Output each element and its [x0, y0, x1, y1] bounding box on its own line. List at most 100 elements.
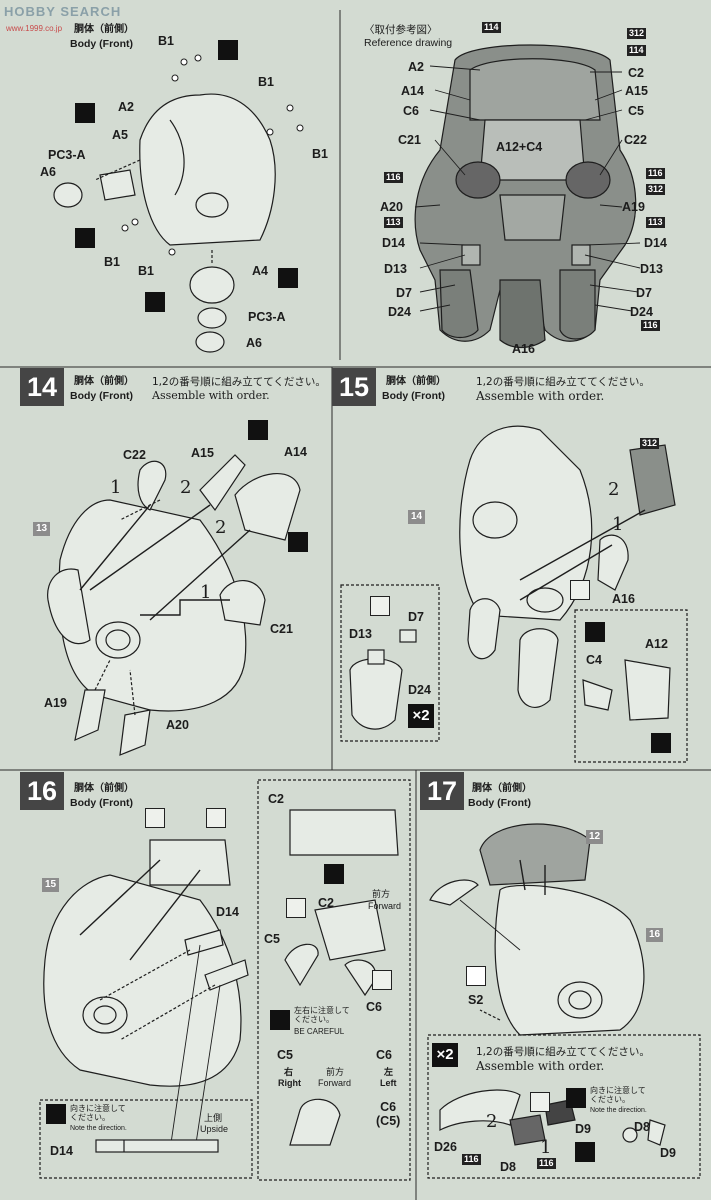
step17-instruction-en: Assemble with order.	[476, 1059, 605, 1073]
part-label: PC3-A	[48, 148, 86, 162]
upside-jp: 上側	[204, 1113, 223, 1123]
paint-icon	[248, 420, 268, 440]
paint-code: 116	[384, 172, 403, 183]
caution-icon	[270, 1010, 290, 1030]
forward-jp: 前方	[372, 889, 391, 899]
ref-label: D7	[396, 286, 412, 300]
part-label: D8	[500, 1160, 516, 1174]
part-label: D8	[634, 1120, 650, 1134]
step14-instruction-jp: 1,2の番号順に組み立ててください。	[152, 376, 326, 388]
part-label: B1	[312, 147, 328, 161]
step-number: 16	[20, 772, 64, 810]
careful-note-en: BE CAREFUL	[294, 1027, 345, 1036]
ref-label: A19	[622, 200, 645, 214]
ref-label: C2	[628, 66, 644, 80]
step16-title-en: Body (Front)	[70, 797, 133, 809]
part-label: D14	[50, 1144, 73, 1158]
part-label: B1	[104, 255, 120, 269]
step14-title-jp: 胴体（前側）	[74, 376, 134, 387]
ref-label: D13	[640, 262, 663, 276]
caution-icon	[46, 1104, 66, 1124]
paint-code: 113	[384, 217, 403, 228]
part-label: A16	[612, 592, 635, 606]
order-number: 1	[612, 514, 624, 535]
paint-code: 114	[482, 22, 501, 33]
paint-code: 312	[640, 438, 660, 449]
paint-icon	[651, 733, 671, 753]
part-label: C5	[264, 932, 280, 946]
step14-title-en: Body (Front)	[70, 390, 133, 402]
part-label: A2	[118, 100, 134, 114]
paint-code: 113	[646, 217, 665, 228]
dir-label: C6	[376, 1048, 392, 1062]
no-glue-icon	[286, 898, 306, 918]
step-ref-badge: 12	[586, 830, 604, 844]
part-label: A19	[44, 696, 67, 710]
ref-label: D14	[644, 236, 667, 250]
part-label: D26	[434, 1140, 457, 1154]
paint-icon	[218, 40, 238, 60]
paint-icon	[575, 1142, 595, 1162]
paint-icon	[75, 228, 95, 248]
part-label: PC3-A	[248, 310, 286, 324]
ref-label: D24	[388, 305, 411, 319]
part-label: D7	[408, 610, 424, 624]
step13-title-jp: 胴体（前側）	[74, 24, 134, 35]
caution-icon	[566, 1088, 586, 1108]
order-number: 1	[540, 1137, 552, 1158]
note-direction-en: Note the direction.	[590, 1107, 647, 1114]
paint-icon	[278, 268, 298, 288]
note-direction-jp: 向きに注意して ください。	[70, 1104, 126, 1122]
step-ref-badge: 13	[33, 522, 51, 536]
ref-label: A16	[512, 342, 535, 356]
step15-title-en: Body (Front)	[382, 390, 445, 402]
step-number: 17	[420, 772, 464, 810]
paint-icon	[288, 532, 308, 552]
part-label: D14	[216, 905, 239, 919]
part-label: C21	[270, 622, 293, 636]
note-direction-en: Note the direction.	[70, 1125, 127, 1132]
reference-title-jp: 〈取付参考図〉	[364, 24, 438, 36]
order-number: 1	[200, 582, 212, 603]
part-label: B1	[138, 264, 154, 278]
part-label: D9	[660, 1146, 676, 1160]
forward-en: Forward	[368, 901, 402, 911]
step17-title-en: Body (Front)	[468, 797, 531, 809]
dir-right-en: Right	[278, 1078, 301, 1088]
ref-label: D13	[384, 262, 407, 276]
dir-fwd-jp: 前方	[326, 1067, 345, 1077]
watermark-brand: HOBBY SEARCH	[4, 4, 122, 19]
part-label: A20	[166, 718, 189, 732]
paint-code: 116	[462, 1154, 481, 1165]
order-number: 2	[180, 477, 192, 498]
ref-label: A20	[380, 200, 403, 214]
part-label: C2	[318, 896, 334, 910]
paint-code: 116	[537, 1158, 556, 1169]
ref-label: A14	[401, 84, 424, 98]
part-label: B1	[158, 34, 174, 48]
step-ref-badge: 15	[42, 878, 60, 892]
step17-title-jp: 胴体（前側）	[472, 783, 532, 794]
order-number: 2	[608, 479, 620, 500]
part-label: C22	[123, 448, 146, 462]
part-label: A6	[246, 336, 262, 350]
no-glue-icon	[370, 596, 390, 616]
paint-code: 116	[646, 168, 665, 179]
part-label: A5	[112, 128, 128, 142]
paint-code: 312	[646, 184, 666, 195]
reference-title-en: Reference drawing	[364, 37, 453, 49]
ref-label: A12+C4	[496, 140, 543, 154]
ref-label: C22	[624, 133, 647, 147]
part-label: D13	[349, 627, 372, 641]
part-label: A15	[191, 446, 214, 460]
no-glue-icon	[530, 1092, 550, 1112]
ref-label: C6	[403, 104, 419, 118]
watermark-url: www.1999.co.jp	[6, 24, 63, 33]
multiplier-badge: ×2	[408, 704, 434, 728]
step-number: 15	[332, 368, 376, 406]
part-label: A14	[284, 445, 307, 459]
step15-instruction-en: Assemble with order.	[476, 389, 605, 403]
step13-title-en: Body (Front)	[70, 38, 133, 50]
